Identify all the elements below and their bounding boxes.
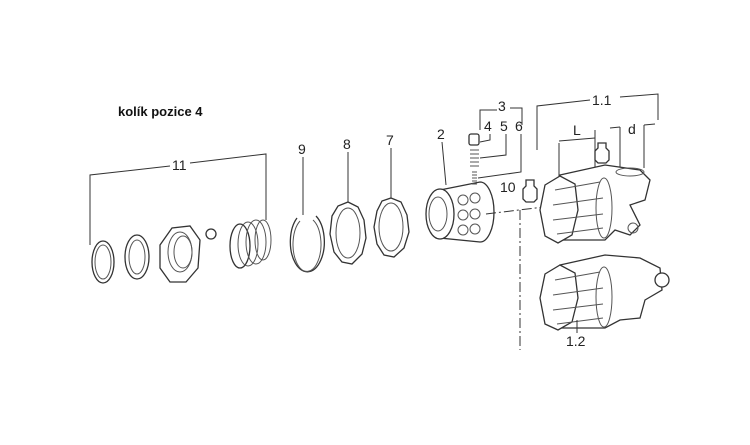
diagram-title: kolík pozice 4 [118,104,203,119]
part-5-spring [470,149,479,167]
label-5: 5 [500,118,508,134]
part-6-spring [472,171,477,185]
part-1-1-yoke [539,164,651,244]
label-9: 9 [298,141,306,157]
dim-L: L [573,122,581,138]
label-1-2: 1.2 [566,333,586,349]
label-10: 10 [500,179,516,195]
callout-1-1: 1.1 L d [536,92,659,178]
part-4-pin [468,133,480,146]
part-1-2-yoke: 1.2 [539,254,670,349]
label-8: 8 [343,136,351,152]
part-9-snap-ring: 9 [289,141,325,273]
label-7: 7 [386,132,394,148]
label-1-1: 1.1 [592,92,612,108]
part-7-nut: 7 [373,132,410,258]
part-2-collar: 2 [425,126,495,243]
label-3: 3 [498,98,506,114]
label-2: 2 [437,126,445,142]
label-4: 4 [484,118,492,134]
part-8-nut: 8 [329,136,367,265]
label-6: 6 [515,118,523,134]
callout-3: 3 4 5 6 [468,98,523,185]
callout-11: 11 [89,153,267,245]
dim-d: d [628,121,636,137]
label-11: 11 [172,157,187,173]
part-10-grease-nipple: 10 [500,179,538,203]
part-11-set [91,219,272,284]
